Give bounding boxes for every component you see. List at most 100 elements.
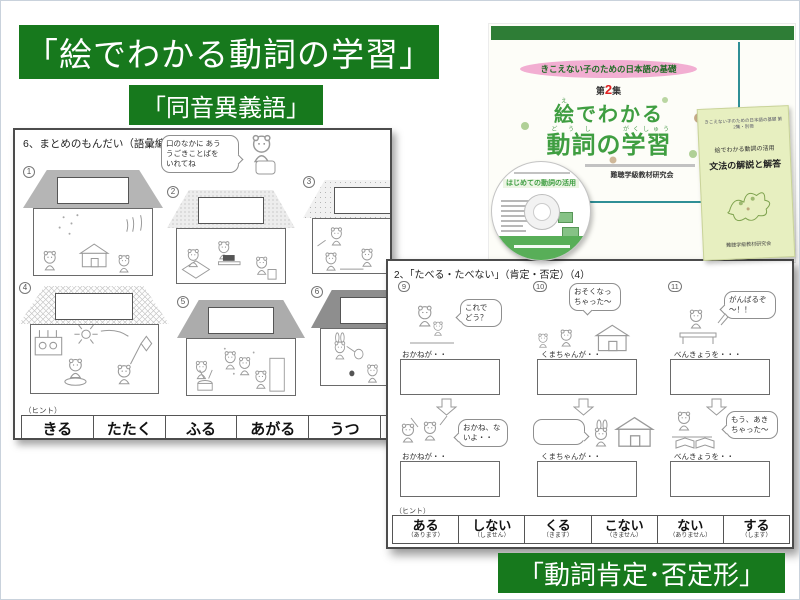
hint-cell: あがる xyxy=(236,416,308,438)
item-number: 9 xyxy=(398,281,410,292)
instruction-speech-bubble: 口のなかに あう うごきことばを いれてね xyxy=(161,135,239,174)
worksheet-vocabulary: 6、まとめのもんだい（語彙編）（2） 口のなかに あう うごきことばを いれてね… xyxy=(13,128,392,440)
house-number: 5 xyxy=(177,296,189,308)
hint-cell: ない （ありません） xyxy=(656,516,723,543)
hint-cell: ある （あります） xyxy=(407,518,444,540)
booklet-series-title: 絵でわかる動詞の活用 xyxy=(714,145,775,155)
cd-band-text-line xyxy=(514,245,570,248)
bottom-label-banner: 「動詞肯定･否定形」 xyxy=(498,553,785,593)
house-scene-illustration xyxy=(29,324,159,394)
hint-word-row: ある （あります） しない （しません） くる （きます） こない （きません）… xyxy=(392,515,790,544)
house-scene-illustration xyxy=(311,218,390,274)
house-item-3: 3 xyxy=(303,176,390,276)
hint-cell: こない （きません） xyxy=(590,516,657,543)
book-top-band xyxy=(491,26,794,40)
house-number: 6 xyxy=(311,286,323,298)
house-roof xyxy=(177,300,305,338)
speech-bubble: これで どう？ xyxy=(460,299,502,328)
item-illustration xyxy=(672,411,715,449)
item-illustration xyxy=(594,416,654,447)
hint-label: （ヒント） xyxy=(24,406,62,415)
answer-box xyxy=(333,187,390,214)
exercise-item-bottom-3: もう、あき ちゃった～ べんきょうを・・ xyxy=(668,409,792,504)
worksheet-title: 6、まとめのもんだい（語彙編）（2） xyxy=(23,138,198,150)
item-label: べんきょうを・・ xyxy=(674,452,734,461)
hint-cell: たたく xyxy=(92,416,165,438)
answer-booklet: きこえない子のための日本語の基礎 第2集・別冊 絵でわかる動詞の活用 文法の解説… xyxy=(696,105,796,261)
book-publisher: 難聴学級教材研究会 xyxy=(610,172,674,179)
cd-disc: はじめての動詞の活用 xyxy=(491,161,591,261)
item-label: おかねが・・ xyxy=(402,350,447,359)
house-number: 2 xyxy=(167,186,179,198)
item-number: 10 xyxy=(533,281,548,292)
item-label: おかねが・・ xyxy=(402,452,447,461)
book-title-line2: 動詞どうしの学習がくしゅう xyxy=(546,127,672,159)
item-label: くまちゃんが・・ xyxy=(541,350,601,359)
house-number: 4 xyxy=(19,282,31,294)
cd-center-hole xyxy=(533,203,551,221)
item-illustration xyxy=(410,305,454,344)
cd-thumbnail-image xyxy=(558,212,573,223)
cd-small-text-line xyxy=(514,172,570,174)
answer-box xyxy=(400,359,500,395)
answer-box xyxy=(537,359,637,395)
item-label: くまちゃんが・・ xyxy=(541,452,601,461)
answer-box xyxy=(670,359,770,395)
house-scene-illustration xyxy=(32,208,154,276)
cd-title: はじめての動詞の活用 xyxy=(492,178,590,188)
cd-contents-list xyxy=(501,200,531,235)
answer-box xyxy=(55,293,133,320)
house-item-4: 4 xyxy=(19,282,169,396)
answer-box xyxy=(537,461,637,497)
exercise-item-9: 9 これで どう？ おかねが・・ xyxy=(398,281,524,416)
answer-box xyxy=(400,461,500,497)
hint-cell: する （します） xyxy=(722,516,789,543)
down-arrow-icon xyxy=(436,398,458,416)
house-roof xyxy=(303,180,390,218)
answer-box xyxy=(207,307,275,334)
house-item-1: 1 xyxy=(23,166,163,278)
booklet-illustration xyxy=(727,191,771,221)
exercise-item-bottom-2: くまちゃんが・・ xyxy=(533,409,659,504)
empty-speech-bubble xyxy=(533,419,585,445)
house-number: 1 xyxy=(23,166,35,178)
subtitle-banner: 「同音異義語」 xyxy=(129,85,323,125)
book-cover-decorations xyxy=(521,97,704,164)
house-roof xyxy=(19,286,169,324)
book-rule-line xyxy=(567,201,739,203)
house-item-6: 6 xyxy=(311,286,390,388)
hint-cell: ふる xyxy=(164,416,237,438)
item-label: べんきょうを・・・ xyxy=(674,350,742,359)
booklet-header: きこえない子のための日本語の基礎 第2集・別冊 xyxy=(704,116,783,130)
cd-bottom-band xyxy=(492,236,590,260)
main-title-banner: 「絵でわかる動詞の学習」 xyxy=(19,25,439,79)
book-series-label: きこえない子のための日本語の基礎 xyxy=(520,60,697,78)
booklet-title: 文法の解説と解答 xyxy=(709,158,782,172)
house-roof xyxy=(311,290,390,328)
exercise-item-11: 11 がんばるぞ ～！！ べんきょうを・・・ xyxy=(668,281,792,416)
speech-bubble: がんばるぞ ～！！ xyxy=(724,291,776,320)
exercise-item-bottom-1: おかね、な いよ・・ おかねが・・ xyxy=(398,409,524,504)
hint-cell: きる xyxy=(42,420,73,438)
house-roof xyxy=(167,190,295,228)
worksheet-title: 2、「たべる・たべない」（肯定・否定）（4） xyxy=(394,270,591,281)
booklet-publisher: 難聴学級教材研究会 xyxy=(726,240,772,249)
down-arrow-icon xyxy=(706,398,728,416)
house-item-2: 2 xyxy=(167,186,295,286)
book-volume-label: 第2集 xyxy=(595,82,622,97)
hint-cell: くる （きます） xyxy=(524,516,590,543)
hint-word-row: きる たたく ふる あがる うつ xyxy=(21,415,390,438)
house-number: 3 xyxy=(303,176,315,188)
hint-cell: うつ xyxy=(308,416,380,438)
item-illustration xyxy=(401,415,448,443)
house-item-5: 5 xyxy=(177,296,305,398)
answer-box xyxy=(340,297,390,324)
speech-bubble: もう、あき ちゃった～ xyxy=(726,411,778,440)
book-title-line1: 絵えでわかる xyxy=(554,99,664,126)
hint-label: （ヒント） xyxy=(395,508,430,515)
bear-character-illustration xyxy=(252,134,276,175)
worksheet-verb-forms: 2、「たべる・たべない」（肯定・否定）（4） 9 これで どう？ おかねが・・ … xyxy=(386,259,794,549)
item-illustration xyxy=(679,309,729,344)
hint-cell: しない （しません） xyxy=(458,516,524,543)
